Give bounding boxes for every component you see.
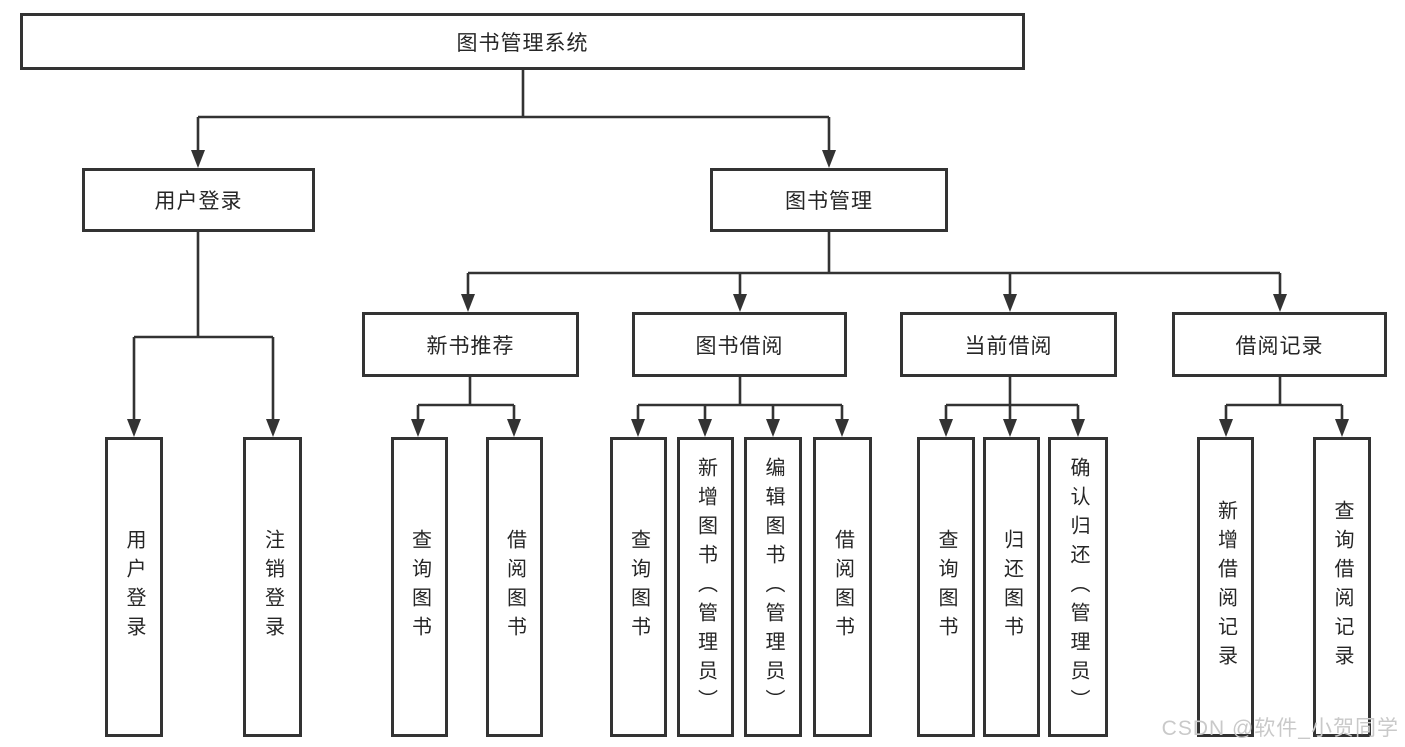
leaf-query-books-2: 查询图书 <box>610 437 667 737</box>
node-label: 编辑图书（管理员） <box>762 456 784 718</box>
node-label: 查询图书 <box>627 529 650 645</box>
node-label: 用户登录 <box>123 529 145 645</box>
leaf-add-borrow-record: 新增借阅记录 <box>1197 437 1254 737</box>
node-borrowing-records: 借阅记录 <box>1172 312 1387 377</box>
node-library-management-system: 图书管理系统 <box>20 13 1025 70</box>
arrowheads <box>127 150 1349 437</box>
leaf-query-books-3: 查询图书 <box>917 437 975 737</box>
leaf-edit-books-admin: 编辑图书（管理员） <box>744 437 802 737</box>
leaf-query-books-1: 查询图书 <box>391 437 448 737</box>
leaf-return-books: 归还图书 <box>983 437 1040 737</box>
node-label: 借阅图书 <box>503 529 526 645</box>
node-new-book-recommend: 新书推荐 <box>362 312 579 377</box>
leaf-borrow-books-2: 借阅图书 <box>813 437 872 737</box>
node-label: 归还图书 <box>1000 529 1023 645</box>
node-book-management-branch: 图书管理 <box>710 168 948 232</box>
node-label: 用户登录 <box>154 190 243 213</box>
node-label: 图书管理 <box>785 190 873 213</box>
node-book-borrowing: 图书借阅 <box>632 312 847 377</box>
leaf-confirm-return-admin: 确认归还（管理员） <box>1048 437 1108 737</box>
node-user-login-branch: 用户登录 <box>82 168 315 232</box>
node-label: 新增借阅记录 <box>1214 500 1237 674</box>
leaf-add-books-admin: 新增图书（管理员） <box>677 437 734 737</box>
node-label: 新书推荐 <box>426 334 515 358</box>
node-label: 图书管理系统 <box>456 31 589 55</box>
leaf-borrow-books-1: 借阅图书 <box>486 437 543 737</box>
leaf-query-borrow-record: 查询借阅记录 <box>1313 437 1371 737</box>
node-label: 注销登录 <box>261 529 284 645</box>
csdn-watermark: CSDN @软件_小贺同学 <box>1161 717 1399 740</box>
node-label: 借阅记录 <box>1235 334 1324 358</box>
node-label: 查询图书 <box>408 529 431 645</box>
node-label: 图书借阅 <box>695 334 784 358</box>
node-label: 新增图书（管理员） <box>694 456 717 718</box>
node-current-borrowing: 当前借阅 <box>900 312 1117 377</box>
node-label: 查询借阅记录 <box>1331 500 1353 674</box>
node-label: 确认归还（管理员） <box>1067 456 1089 718</box>
leaf-logout: 注销登录 <box>243 437 302 737</box>
node-label: 借阅图书 <box>831 529 854 645</box>
node-label: 查询图书 <box>935 529 957 645</box>
node-label: 当前借阅 <box>964 334 1053 358</box>
leaf-user-login: 用户登录 <box>105 437 163 737</box>
